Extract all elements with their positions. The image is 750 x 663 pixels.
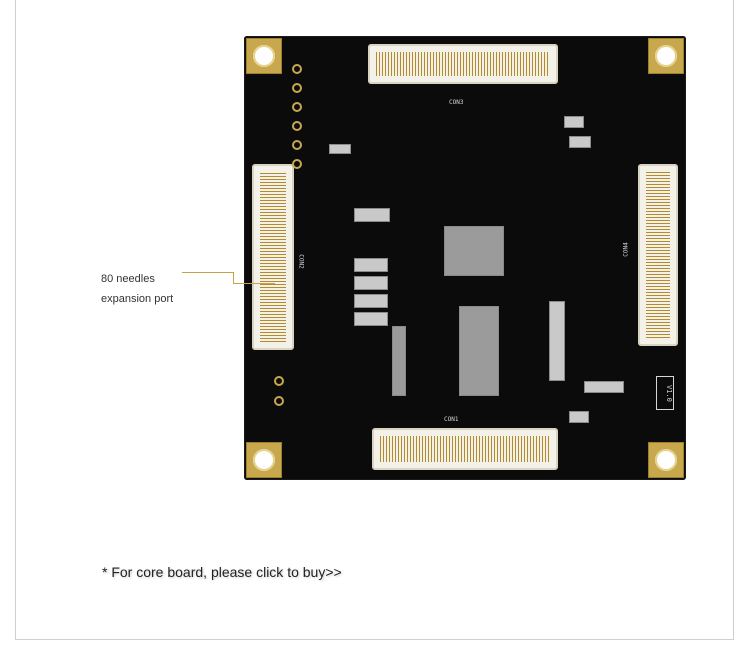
silk-label-con3: CON3 [449,99,464,106]
capacitor [569,411,589,423]
capacitor [354,312,388,326]
connector-right [638,164,678,346]
test-pad [274,376,284,386]
connector-left [252,164,294,350]
capacitor [354,258,388,272]
test-pad [274,396,284,406]
expansion-port-annotation: 80 needles expansion port [101,269,173,309]
chip-array [444,226,504,276]
capacitor [354,208,390,222]
silk-label-con1: CON1 [444,416,459,423]
resistor-array [549,301,565,381]
mounting-hole [246,38,282,74]
annotation-leader-line [182,272,234,284]
resistor-array [392,326,406,396]
mounting-hole [648,38,684,74]
connector-top [368,44,558,84]
capacitor [354,294,388,308]
buy-core-board-link[interactable]: * For core board, please click to buy>> [102,564,342,580]
capacitor [569,136,591,148]
pcb-board-image: CON3 CON1 CON2 CON4 V1.0 [244,36,686,480]
capacitor [584,381,624,393]
silk-label-con4: CON4 [622,242,630,257]
capacitor [564,116,584,128]
mounting-hole [246,442,282,478]
capacitor [329,144,351,154]
resistor-array [459,306,499,396]
annotation-leader-line [233,283,275,284]
test-pad-column [292,64,304,178]
silk-label-con2: CON2 [297,254,305,269]
product-card: CON3 CON1 CON2 CON4 V1.0 80 needles expa… [15,0,734,640]
annotation-line-2: expansion port [101,293,174,305]
version-label: V1.0 [656,376,674,410]
capacitor [354,276,388,290]
connector-bottom [372,428,558,470]
mounting-hole [648,442,684,478]
annotation-line-1: 80 needles [101,273,155,285]
